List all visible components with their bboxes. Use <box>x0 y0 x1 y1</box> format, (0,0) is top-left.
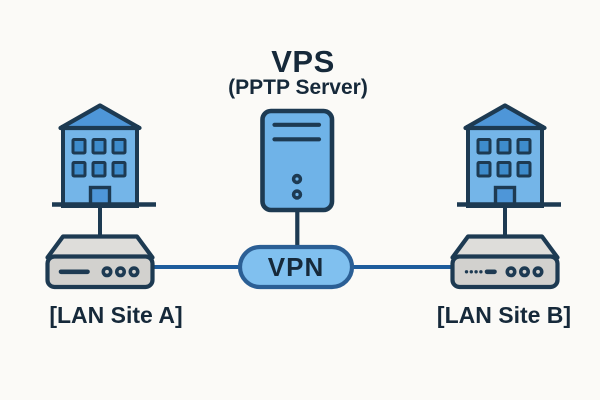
lan-site-b-label: [LAN Site B] <box>436 302 572 328</box>
building-window <box>516 138 532 155</box>
vpn-label: VPN <box>267 251 325 282</box>
server-led <box>291 173 303 185</box>
building-roof <box>463 103 547 131</box>
diagram-title: VPS <box>271 44 335 79</box>
building-window <box>516 161 532 178</box>
lan-site-a-label: [LAN Site A] <box>49 302 183 328</box>
router-button <box>101 266 113 278</box>
vpn-capsule <box>237 244 355 290</box>
router-led <box>479 270 483 274</box>
building-door <box>493 185 517 207</box>
router-button <box>115 266 127 278</box>
router-front-face <box>45 254 155 290</box>
router-led <box>464 270 469 274</box>
building-b-icon <box>457 103 561 208</box>
router-top-face <box>450 234 560 260</box>
router-led <box>469 270 473 274</box>
building-window <box>476 138 492 155</box>
router-led <box>474 270 478 274</box>
building-door <box>88 185 112 207</box>
diagram-subtitle: (PPTP Server) <box>228 76 368 99</box>
building-roof <box>58 103 142 131</box>
router-b-icon <box>450 234 560 290</box>
building-a-icon <box>52 103 156 208</box>
router-button <box>128 266 140 278</box>
building-window <box>476 161 492 178</box>
building-window <box>496 161 512 178</box>
building-window <box>91 138 107 155</box>
router-a-icon <box>45 234 155 290</box>
building-window <box>71 138 87 155</box>
server-case <box>260 108 335 213</box>
building-window <box>91 161 107 178</box>
building-window <box>496 138 512 155</box>
building-window <box>111 161 127 178</box>
building-window <box>111 138 127 155</box>
router-button <box>532 266 544 278</box>
server-tower-icon <box>260 108 335 213</box>
server-led <box>291 189 303 200</box>
router-top-face <box>45 234 155 260</box>
router-front-face <box>450 254 560 290</box>
router-button <box>505 266 517 278</box>
router-button <box>518 266 530 278</box>
building-window <box>71 161 87 178</box>
